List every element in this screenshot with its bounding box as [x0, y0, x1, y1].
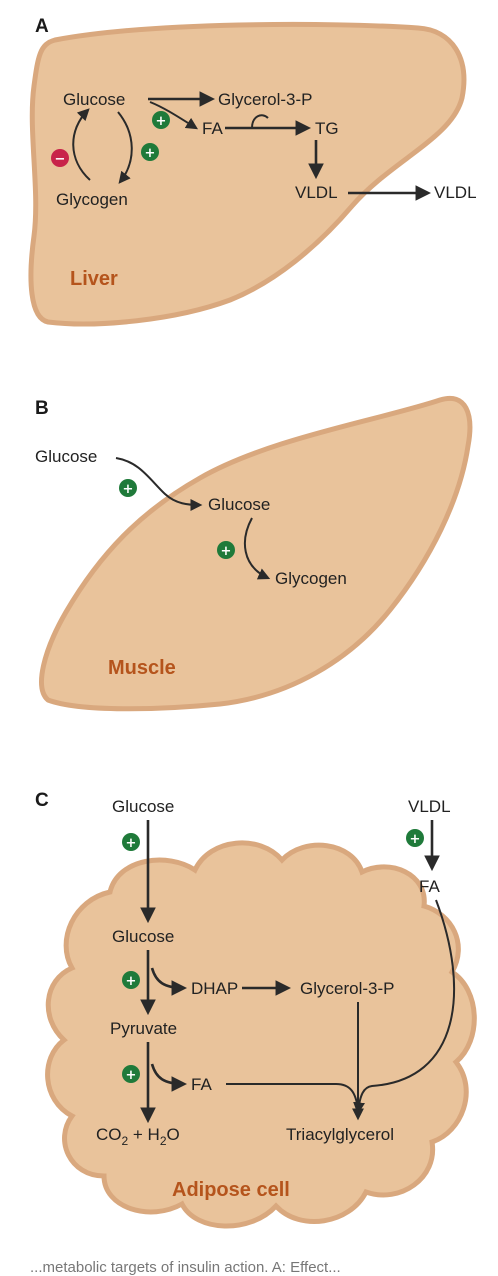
liver-glucose: Glucose	[63, 90, 125, 109]
stimulate-icon: +	[119, 479, 137, 497]
stimulate-icon: +	[141, 143, 159, 161]
svg-text:+: +	[126, 974, 137, 989]
liver-tissue-label: Liver	[70, 268, 118, 290]
svg-text:+: +	[145, 146, 156, 161]
svg-text:+: +	[221, 544, 232, 559]
adipose-dhap: DHAP	[191, 979, 238, 998]
arrow-fa-to-tag	[226, 1083, 359, 1111]
adipose-triacylglycerol: Triacylglycerol	[286, 1125, 394, 1144]
adipose-glucose-inside: Glucose	[112, 927, 174, 946]
arrow-glycerol-join	[251, 114, 269, 129]
stimulate-icon: +	[122, 1065, 140, 1083]
liver-fa: FA	[202, 119, 223, 138]
liver-tg: TG	[315, 119, 339, 138]
arrow-fa-vldl-to-tag	[353, 899, 456, 1115]
muscle-glycogen: Glycogen	[275, 569, 347, 588]
inhibit-icon: −	[51, 149, 69, 167]
arrow-pyruvate-to-fa	[150, 1063, 188, 1092]
arrow-glucose-uptake	[115, 457, 203, 511]
svg-text:+: +	[126, 836, 137, 851]
svg-text:+: +	[123, 482, 134, 497]
liver-vldl-in: VLDL	[295, 183, 338, 202]
stimulate-icon: +	[122, 971, 140, 989]
adipose-glucose-outside: Glucose	[112, 797, 174, 816]
liver-vldl-out: VLDL	[434, 183, 477, 202]
svg-text:+: +	[126, 1068, 137, 1083]
stimulate-icon: +	[406, 829, 424, 847]
arrow-glucose-to-dhap	[150, 967, 188, 996]
panel-b-label: B	[35, 398, 49, 419]
liver-glycerol-3-p: Glycerol-3-P	[218, 90, 312, 109]
adipose-cell-shape	[45, 840, 477, 1229]
liver-glycogen: Glycogen	[56, 190, 128, 209]
adipose-co2-h2o: CO2 + H2O	[96, 1125, 180, 1148]
panel-a-label: A	[35, 16, 49, 37]
stimulate-icon: +	[152, 111, 170, 129]
stimulate-icon: +	[217, 541, 235, 559]
adipose-vldl: VLDL	[408, 797, 451, 816]
arrow-glucose-to-fa	[149, 101, 199, 130]
svg-text:+: +	[156, 114, 167, 129]
arrow-glucose-to-glycogen	[244, 517, 271, 580]
liver-shape	[28, 21, 467, 327]
arrow-glucose-to-glycogen	[117, 111, 133, 184]
muscle-tissue-label: Muscle	[108, 657, 176, 679]
muscle-glucose-outside: Glucose	[35, 447, 97, 466]
adipose-tissue-label: Adipose cell	[172, 1179, 290, 1201]
figure-caption: ...metabolic targets of insulin action. …	[30, 1259, 341, 1276]
adipose-fa: FA	[191, 1075, 212, 1094]
muscle-shape	[39, 395, 473, 712]
svg-text:+: +	[410, 832, 421, 847]
panel-c-label: C	[35, 790, 49, 811]
svg-text:−: −	[55, 152, 66, 167]
adipose-glycerol-3-p: Glycerol-3-P	[300, 979, 394, 998]
adipose-pyruvate: Pyruvate	[110, 1019, 177, 1038]
stimulate-icon: +	[122, 833, 140, 851]
adipose-fa-from-vldl: FA	[419, 877, 440, 896]
muscle-glucose-inside: Glucose	[208, 495, 270, 514]
arrow-glycogen-to-glucose	[72, 108, 91, 181]
